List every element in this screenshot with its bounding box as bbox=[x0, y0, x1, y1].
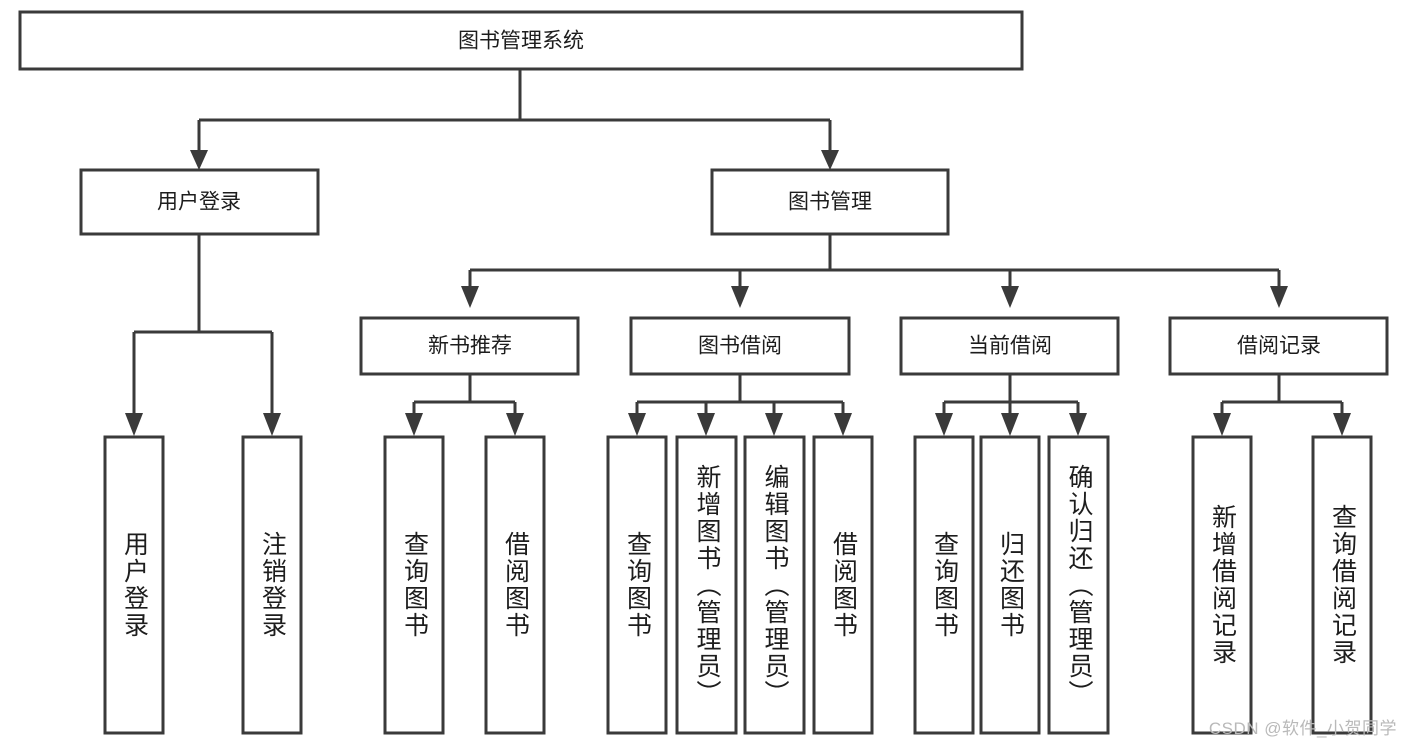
node-root[interactable]: 图书管理系统 bbox=[18, 10, 1024, 71]
node-current-borrow[interactable]: 当前借阅 bbox=[899, 316, 1120, 376]
node-current-borrow-label: 当前借阅 bbox=[968, 335, 1052, 358]
connector-book-borrow-to-leaves bbox=[628, 373, 852, 436]
leaf-box-borrow-book-2[interactable] bbox=[812, 435, 874, 735]
node-book-borrow[interactable]: 图书借阅 bbox=[629, 316, 851, 376]
node-user-login[interactable]: 用户登录 bbox=[79, 168, 320, 236]
node-user-login-label: 用户登录 bbox=[157, 191, 241, 214]
node-root-label: 图书管理系统 bbox=[458, 30, 584, 53]
leaf-box-query-book-1[interactable] bbox=[383, 435, 445, 735]
leaf-box-add-record[interactable] bbox=[1191, 435, 1253, 735]
connector-new-book-recommend-to-leaves bbox=[405, 373, 524, 436]
leaf-box-query-book-2[interactable] bbox=[606, 435, 668, 735]
leaf-box-edit-book[interactable] bbox=[743, 435, 806, 735]
connector-book-management-to-level2 bbox=[461, 234, 1288, 308]
node-book-management-label: 图书管理 bbox=[788, 191, 872, 214]
leaf-box-query-book-3[interactable] bbox=[913, 435, 975, 735]
leaf-box-confirm-return[interactable] bbox=[1047, 435, 1110, 735]
connector-user-login-to-leaves bbox=[125, 234, 281, 436]
leaf-box-user-login[interactable] bbox=[103, 435, 165, 735]
node-borrow-record-label: 借阅记录 bbox=[1237, 335, 1321, 358]
leaf-box-return-book[interactable] bbox=[979, 435, 1041, 735]
leaf-box-query-record[interactable] bbox=[1311, 435, 1373, 735]
watermark-text: CSDN @软件_小贺同学 bbox=[1208, 719, 1397, 738]
connector-current-borrow-to-leaves bbox=[935, 373, 1087, 436]
node-borrow-record[interactable]: 借阅记录 bbox=[1168, 316, 1389, 376]
node-new-book-recommend[interactable]: 新书推荐 bbox=[359, 316, 580, 376]
leaf-box-add-book[interactable] bbox=[675, 435, 738, 735]
node-book-borrow-label: 图书借阅 bbox=[698, 335, 782, 358]
leaf-box-borrow-book-1[interactable] bbox=[484, 435, 546, 735]
node-new-book-recommend-label: 新书推荐 bbox=[428, 335, 512, 358]
node-book-management[interactable]: 图书管理 bbox=[710, 168, 950, 236]
connector-root-to-level1 bbox=[190, 69, 839, 170]
leaf-box-user-logout[interactable] bbox=[241, 435, 303, 735]
connector-borrow-record-to-leaves bbox=[1213, 373, 1351, 436]
